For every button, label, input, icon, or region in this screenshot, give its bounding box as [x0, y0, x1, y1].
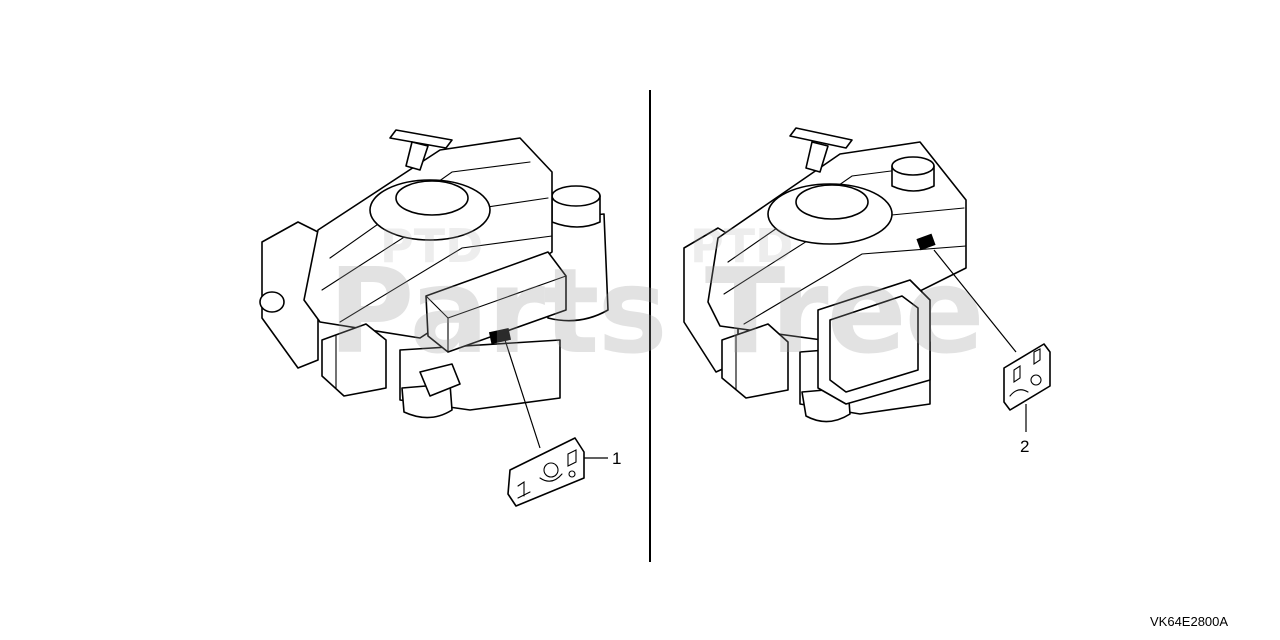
label-part-1 [507, 437, 585, 507]
svg-text:Parts Tree: Parts Tree [328, 242, 983, 380]
svg-text:PTD: PTD [690, 219, 793, 273]
watermark-logo: PTD PTD Parts Tree [328, 219, 985, 380]
engine-left [259, 129, 609, 419]
callout-number-1: 1 [612, 449, 621, 468]
leader-line-2 [933, 249, 1017, 353]
engine-right [683, 127, 967, 423]
label-location-mark-2 [916, 233, 936, 251]
callout-number-2: 2 [1020, 437, 1029, 456]
svg-text:PTD: PTD [380, 219, 483, 273]
label-part-2 [1003, 343, 1051, 411]
drawing-code: VK64E2800A [1150, 614, 1228, 629]
leader-line-1 [504, 339, 541, 449]
